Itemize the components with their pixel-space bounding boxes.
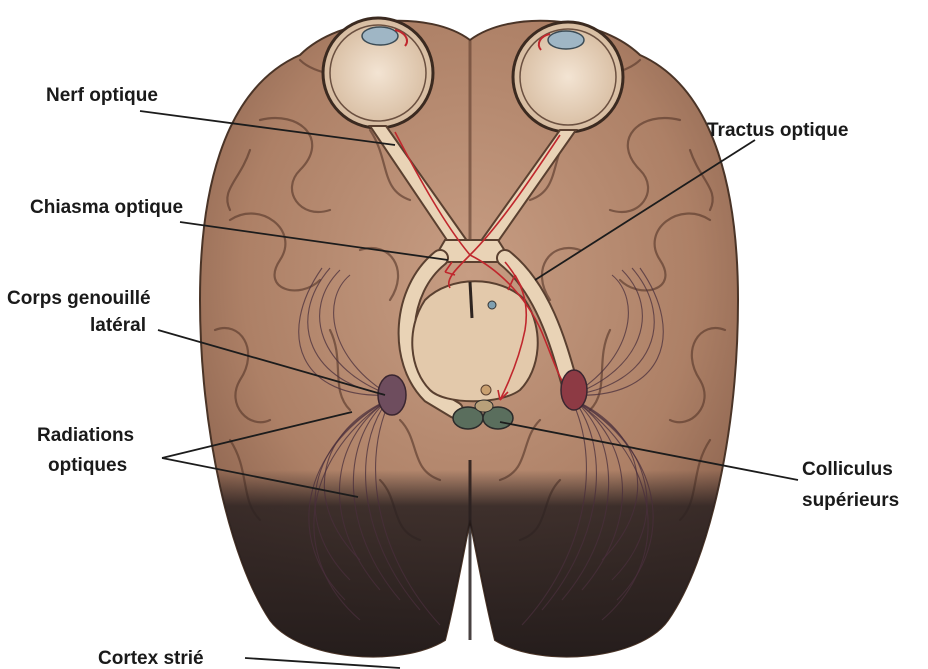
label-colliculus-line1: Colliculus	[802, 459, 893, 480]
leader-cortex-strie	[245, 658, 400, 668]
label-chiasma-optique: Chiasma optique	[30, 197, 183, 218]
label-cortex-strie: Cortex strié	[98, 648, 204, 669]
eye-left	[323, 18, 433, 128]
lateral-geniculate-right	[561, 370, 587, 410]
label-nerf-optique: Nerf optique	[46, 85, 158, 106]
label-colliculus-line2: supérieurs	[802, 490, 899, 511]
label-radiations-line2: optiques	[48, 455, 127, 476]
label-radiations-line1: Radiations	[37, 425, 134, 446]
label-corps-genouille-line1: Corps genouillé	[7, 288, 151, 309]
eye-right	[513, 22, 623, 132]
label-corps-genouille-line2: latéral	[90, 315, 146, 336]
label-tractus-optique: Tractus optique	[707, 120, 848, 141]
